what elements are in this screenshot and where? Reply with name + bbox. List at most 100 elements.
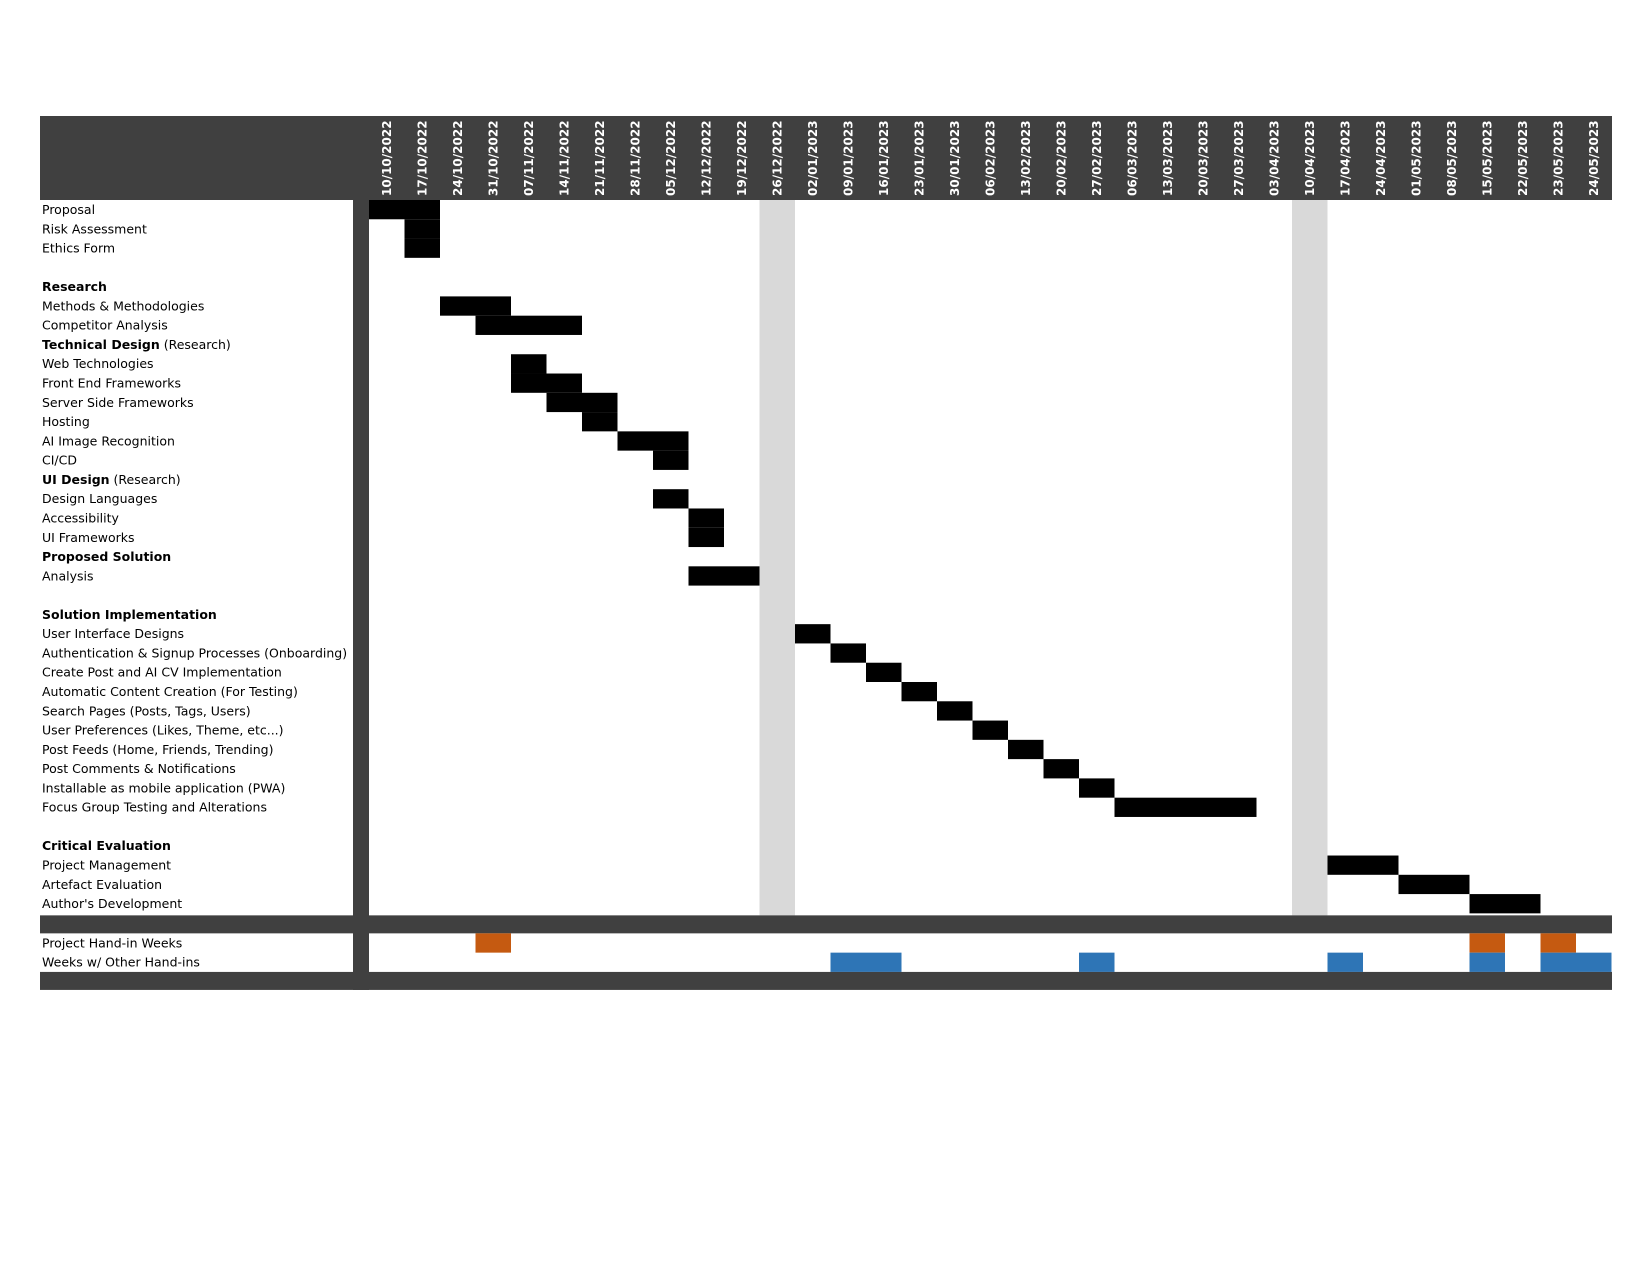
task-label: Post Feeds (Home, Friends, Trending) — [42, 742, 274, 757]
week-date-label: 24/10/2022 — [451, 120, 465, 196]
task-bar — [369, 200, 440, 220]
week-date-label: 22/05/2023 — [1516, 120, 1530, 196]
handin-label: Project Hand-in Weeks — [42, 935, 182, 950]
handin-marker — [1079, 952, 1115, 972]
section-heading: Proposed Solution — [42, 549, 171, 564]
task-label: Focus Group Testing and Alterations — [42, 800, 267, 815]
section-heading: Critical Evaluation — [42, 838, 171, 853]
week-date-label: 27/02/2023 — [1090, 120, 1104, 196]
task-bar — [617, 431, 689, 451]
task-label: Installable as mobile application (PWA) — [42, 780, 285, 795]
week-date-label: 21/11/2022 — [593, 120, 607, 196]
week-date-label: 06/02/2023 — [983, 120, 997, 196]
section-heading: UI Design (Research) — [42, 472, 181, 487]
week-date-label: 17/10/2022 — [415, 120, 429, 196]
week-date-label: 31/10/2022 — [486, 120, 500, 196]
task-bar — [511, 354, 547, 374]
task-bar — [688, 508, 724, 528]
task-label: Front End Frameworks — [42, 376, 181, 391]
task-bar — [1114, 797, 1257, 817]
week-date-label: 14/11/2022 — [557, 120, 571, 196]
task-label: CI/CD — [42, 453, 77, 468]
handin-marker — [1469, 933, 1505, 953]
task-label: Methods & Methodologies — [42, 298, 204, 313]
week-date-label: 20/03/2023 — [1196, 120, 1210, 196]
handin-marker — [1540, 952, 1576, 972]
week-date-label: 20/02/2023 — [1054, 120, 1068, 196]
task-bar — [972, 720, 1008, 740]
divider-band — [40, 915, 1612, 934]
task-label: Create Post and AI CV Implementation — [42, 665, 282, 680]
task-label: User Interface Designs — [42, 626, 184, 641]
task-label: Post Comments & Notifications — [42, 761, 236, 776]
week-date-label: 12/12/2022 — [699, 120, 713, 196]
week-date-label: 08/05/2023 — [1445, 120, 1459, 196]
week-date-label: 07/11/2022 — [522, 120, 536, 196]
week-date-label: 10/04/2023 — [1303, 120, 1317, 196]
holiday-column — [1292, 200, 1328, 916]
week-date-label: 16/01/2023 — [877, 120, 891, 196]
task-label: Ethics Form — [42, 241, 115, 256]
task-bar — [795, 624, 831, 644]
task-label: Author's Development — [42, 896, 182, 911]
task-label: Analysis — [42, 568, 94, 583]
task-label: Hosting — [42, 414, 90, 429]
task-bar — [653, 450, 689, 470]
week-date-label: 05/12/2022 — [664, 120, 678, 196]
header-band — [40, 116, 1612, 200]
task-bar — [866, 662, 902, 682]
task-label: Risk Assessment — [42, 221, 147, 236]
task-bar — [475, 315, 582, 335]
holiday-column — [759, 200, 795, 916]
task-label: Design Languages — [42, 491, 157, 506]
week-date-label: 23/05/2023 — [1551, 120, 1565, 196]
task-bar — [688, 527, 724, 548]
week-date-label: 28/11/2022 — [628, 120, 642, 196]
task-bar — [1398, 874, 1470, 895]
handin-marker — [830, 952, 866, 972]
task-label: Authentication & Signup Processes (Onboa… — [42, 645, 347, 660]
handin-label: Weeks w/ Other Hand-ins — [42, 955, 200, 970]
task-label: Artefact Evaluation — [42, 877, 162, 892]
task-bar — [1008, 739, 1044, 760]
task-bar — [901, 682, 937, 702]
handin-marker — [1540, 933, 1576, 953]
handin-marker — [1469, 952, 1505, 972]
week-date-label: 17/04/2023 — [1338, 120, 1352, 196]
week-date-label: 24/04/2023 — [1374, 120, 1388, 196]
week-date-label: 01/05/2023 — [1409, 120, 1423, 196]
task-bar — [937, 701, 973, 721]
week-date-label: 15/05/2023 — [1480, 120, 1494, 196]
task-bar — [404, 238, 440, 258]
task-bar — [1043, 759, 1079, 779]
week-date-label: 26/12/2022 — [770, 120, 784, 196]
section-heading: Technical Design (Research) — [42, 337, 231, 352]
task-bar — [582, 412, 618, 432]
task-bar — [404, 219, 440, 239]
handin-marker — [866, 952, 902, 972]
task-bar — [1469, 894, 1541, 914]
handin-marker — [1576, 952, 1612, 972]
week-date-label: 13/03/2023 — [1161, 120, 1175, 196]
section-heading: Research — [42, 279, 107, 294]
task-bar — [688, 566, 760, 586]
task-bar — [830, 643, 866, 663]
week-date-label: 13/02/2023 — [1019, 120, 1033, 196]
task-label: AI Image Recognition — [42, 433, 175, 448]
week-date-label: 24/05/2023 — [1587, 120, 1601, 196]
task-label: Automatic Content Creation (For Testing) — [42, 684, 298, 699]
task-bar — [440, 296, 511, 316]
week-date-label: 06/03/2023 — [1125, 120, 1139, 196]
week-date-label: 19/12/2022 — [735, 120, 749, 196]
week-date-label: 10/10/2022 — [380, 120, 394, 196]
week-date-label: 23/01/2023 — [912, 120, 926, 196]
week-date-label: 09/01/2023 — [841, 120, 855, 196]
task-label: Proposal — [42, 202, 95, 217]
handin-marker — [475, 933, 511, 953]
footer-band — [40, 971, 1612, 990]
task-label: Web Technologies — [42, 356, 154, 371]
handin-marker — [1327, 952, 1363, 972]
task-label: Project Management — [42, 858, 171, 873]
task-label: UI Frameworks — [42, 530, 135, 545]
